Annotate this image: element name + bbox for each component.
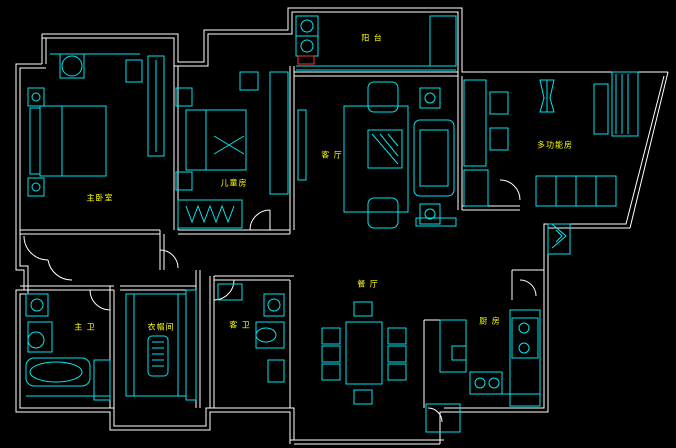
- kitchen-fixtures: [425, 309, 541, 433]
- closet-fixtures: [125, 289, 197, 401]
- balcony-fixtures: [295, 15, 457, 71]
- living-furniture: [297, 81, 457, 229]
- red-marker: [297, 55, 315, 65]
- interior-walls: [20, 66, 544, 408]
- master-bath-fixtures: [25, 293, 111, 401]
- label-multifunction-room: 多功能房: [537, 140, 573, 150]
- outer-walls: [15, 7, 669, 445]
- guest-bath-fixtures: [217, 283, 285, 383]
- label-master-bedroom: 主卧室: [86, 193, 114, 203]
- label-balcony: 阳 台: [361, 33, 383, 43]
- label-walk-in-closet: 衣帽间: [147, 322, 175, 332]
- dining-table: [321, 301, 407, 405]
- label-living-room: 客 厅: [321, 150, 343, 160]
- label-kids-room: 儿童房: [220, 178, 248, 188]
- furniture-layer: [25, 15, 639, 433]
- label-dining-room: 餐 厅: [357, 279, 379, 289]
- label-master-bath: 主 卫: [74, 322, 96, 332]
- door-swings: [23, 179, 537, 423]
- master-bed: [27, 53, 165, 197]
- label-guest-bath: 客 卫: [229, 320, 251, 330]
- label-kitchen: 厨 房: [479, 316, 501, 326]
- multifunction-furniture: [463, 71, 639, 255]
- kids-bed: [175, 71, 289, 229]
